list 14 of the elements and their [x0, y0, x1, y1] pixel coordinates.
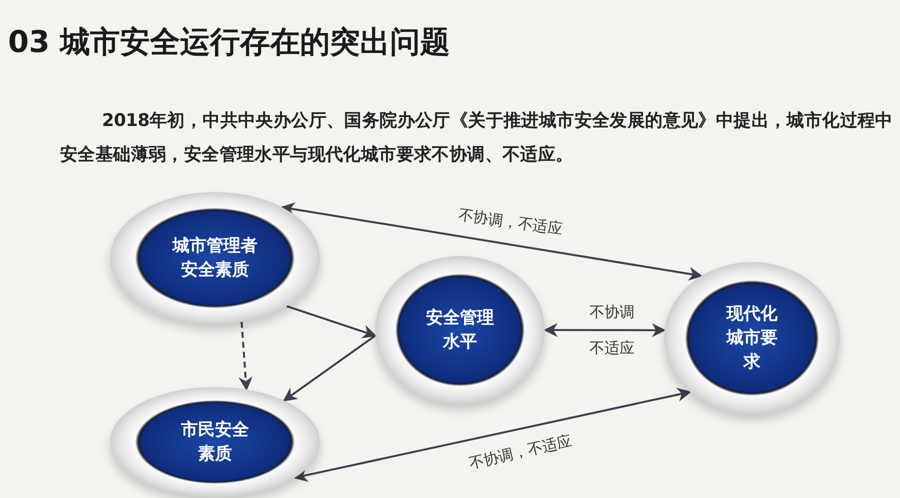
title: 03 城市安全运行存在的突出问题 [8, 24, 450, 62]
edge-label: 不协调 [588, 302, 636, 322]
node-label: 城市管理者安全素质 [171, 235, 258, 282]
arrow [238, 322, 253, 391]
arrow [294, 388, 692, 482]
arrow [286, 305, 377, 338]
paragraph: 2018年初，中共中央办公厅、国务院办公厅《关于推进城市安全发展的意见》中提出，城市化过程中安全基础薄弱，安全管理水平与现代化城市要求不协调、不适应。 [60, 110, 894, 167]
node-label: 安全管理水平 [425, 307, 495, 354]
label-text: 不适应 [588, 338, 636, 358]
node-label: 市民安全素质 [180, 419, 250, 466]
node-label: 现代化城市要求 [725, 303, 778, 374]
arrow [282, 334, 376, 402]
arrow [544, 323, 666, 338]
arrow [280, 202, 703, 281]
